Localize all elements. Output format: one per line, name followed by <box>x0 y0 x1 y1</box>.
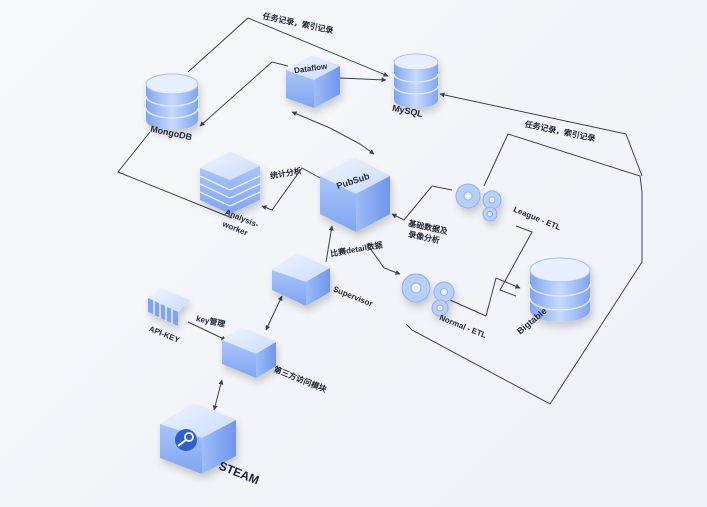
database-icon <box>393 53 439 108</box>
supervisor-node <box>272 254 330 306</box>
edge-pubsub-worker <box>261 167 321 211</box>
box-icon <box>320 158 390 232</box>
mysql-node <box>393 53 439 108</box>
edge-bigtable-loop <box>405 192 643 405</box>
key-stripes-icon <box>148 288 190 326</box>
edge-league-bigtable <box>499 225 533 297</box>
edge-supervisor-pubsub <box>325 225 334 263</box>
mongodb-node <box>145 73 199 130</box>
pubsub-node <box>320 158 390 232</box>
analysis-worker-node <box>199 152 261 214</box>
hexagon-icon <box>286 56 340 108</box>
database-icon <box>529 257 591 322</box>
normal-etl-node <box>401 273 455 317</box>
steam-icon <box>175 429 197 451</box>
league-etl-node <box>455 183 502 222</box>
bigtable-node <box>529 257 591 322</box>
third-party-module-node <box>222 328 276 378</box>
edge-dataflow-pubsub <box>291 111 375 155</box>
edge-apikey-third <box>187 321 227 341</box>
edge-normal-bigtable <box>449 277 521 317</box>
dataflow-node <box>286 56 340 108</box>
edge-pubsub-league <box>391 185 453 221</box>
gears-icon <box>455 183 502 222</box>
gears-icon <box>401 273 455 317</box>
edge-supervisor-third <box>265 295 283 331</box>
edge-dataflow-mysql <box>339 77 387 83</box>
api-key-node <box>148 288 190 326</box>
edge-league-mysql <box>483 133 643 193</box>
edge-mysql-return <box>439 92 643 177</box>
edge-third-steam <box>212 379 224 411</box>
edge-dataflow-mongodb <box>199 61 289 127</box>
edge-mongodb-worker <box>117 131 233 219</box>
database-icon <box>145 73 199 130</box>
edge-normal-pubsub <box>369 247 401 275</box>
edge-mongodb-mysql <box>187 17 389 77</box>
steam-node <box>160 404 236 474</box>
connections <box>117 17 643 411</box>
